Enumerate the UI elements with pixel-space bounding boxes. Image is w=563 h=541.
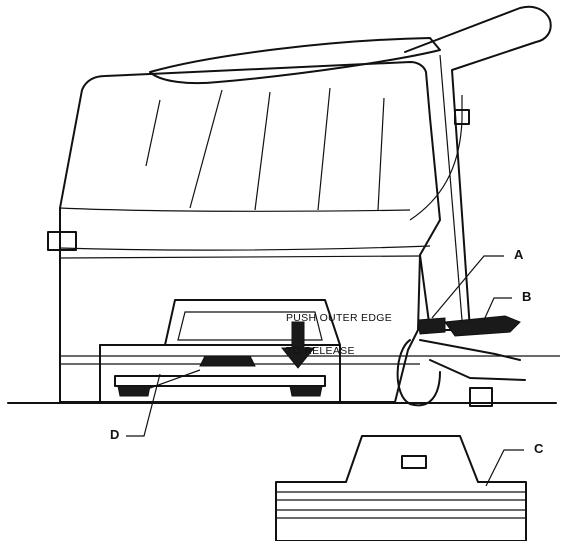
brush-bristles-right [289,385,323,397]
squeegee-arm [419,339,521,361]
machine-lid [149,37,441,85]
tank-panel-4 [317,87,331,211]
push-arrow-icon [280,321,316,369]
body-line-upper [59,207,411,212]
leader-a [431,255,504,319]
machine-body [59,61,441,403]
leader-d [126,373,161,437]
leader-b [483,297,512,321]
leader-c [485,449,524,487]
body-band [59,245,431,251]
instruction-line-1: PUSH OUTER EDGE [286,312,393,324]
hose [409,95,463,221]
callout-b-label: B [522,289,532,304]
instruction-line-2: TO RELEASE [286,345,355,357]
tank-panel-3 [254,91,271,211]
side-latch [47,231,77,251]
tank-panel-5 [377,97,385,211]
handle-post [404,5,552,331]
rear-caster [469,387,493,407]
brush-deck [99,299,341,403]
brush-hub [199,355,256,367]
callout-d-label: D [110,427,120,442]
squeegee-wheel [396,339,441,407]
hose-clamp [454,109,470,125]
body-line-lower [59,255,421,259]
scrub-brush [114,375,326,387]
lever-b [444,315,521,337]
inset-housing [275,435,527,541]
tank-panel-2 [189,89,223,209]
deck-inner [177,311,323,341]
release-instruction: PUSH OUTER EDGE TO RELEASE [286,291,392,368]
brush-bristles-left [117,385,151,397]
tank-panel-1 [145,99,161,167]
handle-inner [439,54,463,321]
lever-a [417,317,446,335]
callout-a-label: A [514,247,524,262]
callout-c-label: C [534,441,544,456]
squeegee-lower [429,359,526,381]
inset-slot [401,455,427,469]
brush-leader [149,369,201,389]
